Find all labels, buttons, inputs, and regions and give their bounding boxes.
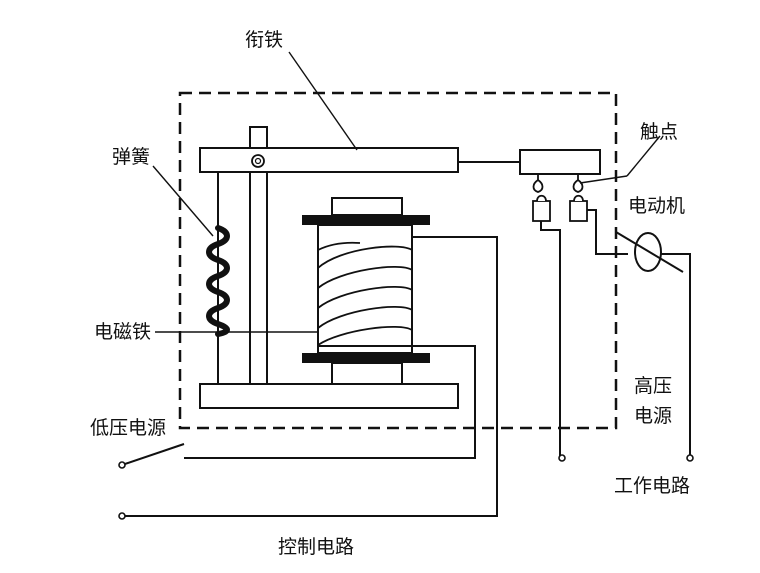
fixed-contacts <box>532 194 588 222</box>
motor-label: 电动机 <box>628 195 685 217</box>
electromagnet-label: 电磁铁 <box>94 321 151 343</box>
support-post <box>249 126 268 385</box>
moving-contacts <box>532 174 584 193</box>
working-circuit-label: 工作电路 <box>614 475 690 497</box>
spring-coil <box>206 225 230 337</box>
contact-holder <box>519 149 601 175</box>
core-bottom-plate <box>302 353 430 363</box>
coil-windings <box>317 241 413 346</box>
relay-housing-dashed-box <box>178 91 618 430</box>
armature-bar <box>199 147 459 173</box>
core-foot <box>331 362 403 385</box>
core-top-plate <box>302 215 430 225</box>
armature-label: 衔铁 <box>245 29 283 51</box>
control-circuit-label: 控制电路 <box>278 536 354 558</box>
terminals <box>118 454 694 520</box>
motor-icon <box>615 231 684 273</box>
base-plate <box>199 383 459 409</box>
high-voltage-label-line2: 电源 <box>634 405 672 427</box>
high-voltage-label-line1: 高压 <box>634 375 672 397</box>
leader-lines <box>152 51 661 333</box>
low-voltage-source-label: 低压电源 <box>90 417 166 439</box>
contacts-label: 触点 <box>640 121 678 143</box>
pivot-icon <box>251 154 265 168</box>
core-top-cap <box>331 197 403 216</box>
spring-label: 弹簧 <box>112 146 150 168</box>
